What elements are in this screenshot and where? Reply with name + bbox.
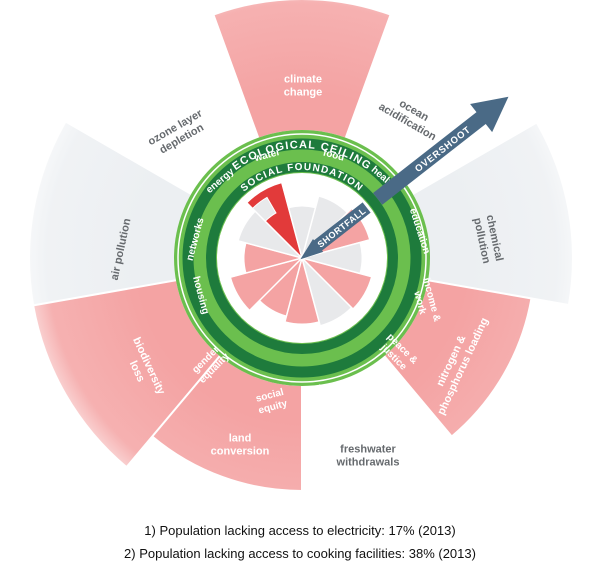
ecological-boundary-label: ozone layerdepletion (146, 107, 212, 159)
air-pollution-unquantified (30, 122, 192, 306)
footnote-cooking: 2) Population lacking access to cooking … (124, 546, 476, 561)
boundary-divider (412, 117, 545, 195)
ecological-boundary-label: oceanacidification (376, 90, 444, 144)
inner-spoke (219, 257, 303, 281)
ecological-boundaries-layer (26, 0, 578, 538)
boundary-divider (121, 355, 221, 474)
inner-spoke (301, 257, 363, 319)
boundary-divider (344, 0, 397, 139)
boundary-divider (207, 0, 260, 139)
biodiversity-overshoot (34, 280, 220, 467)
land-conversion-overshoot (152, 356, 302, 490)
inner-spoke (301, 257, 325, 341)
boundary-divider (427, 279, 578, 308)
inner-spoke (279, 175, 303, 259)
boundary-divider (383, 355, 483, 474)
social-segment-label: politicalvoice (313, 382, 356, 414)
inner-spoke (279, 257, 303, 341)
inner-spoke (301, 257, 385, 281)
inner-spoke (241, 257, 303, 319)
social-foundation-band (206, 162, 398, 354)
climate-change-overshoot (213, 0, 391, 138)
ring-edge-outer (177, 133, 427, 383)
inner-spoke (219, 235, 303, 259)
inner-spoke (301, 175, 325, 259)
inner-spoke (301, 235, 385, 259)
energy-cooking-shortfall (251, 196, 277, 222)
inner-spoke (241, 197, 303, 259)
boundary-divider (59, 117, 192, 195)
ecological-ceiling-band (182, 138, 422, 378)
chemical-pollution-unquantified (412, 123, 572, 305)
nitrogen-phosphorus-overshoot (384, 280, 531, 436)
boundary-divider (26, 279, 177, 308)
social-segment-label: food (322, 147, 346, 163)
footnote-electricity: 1) Population lacking access to electric… (144, 523, 456, 538)
